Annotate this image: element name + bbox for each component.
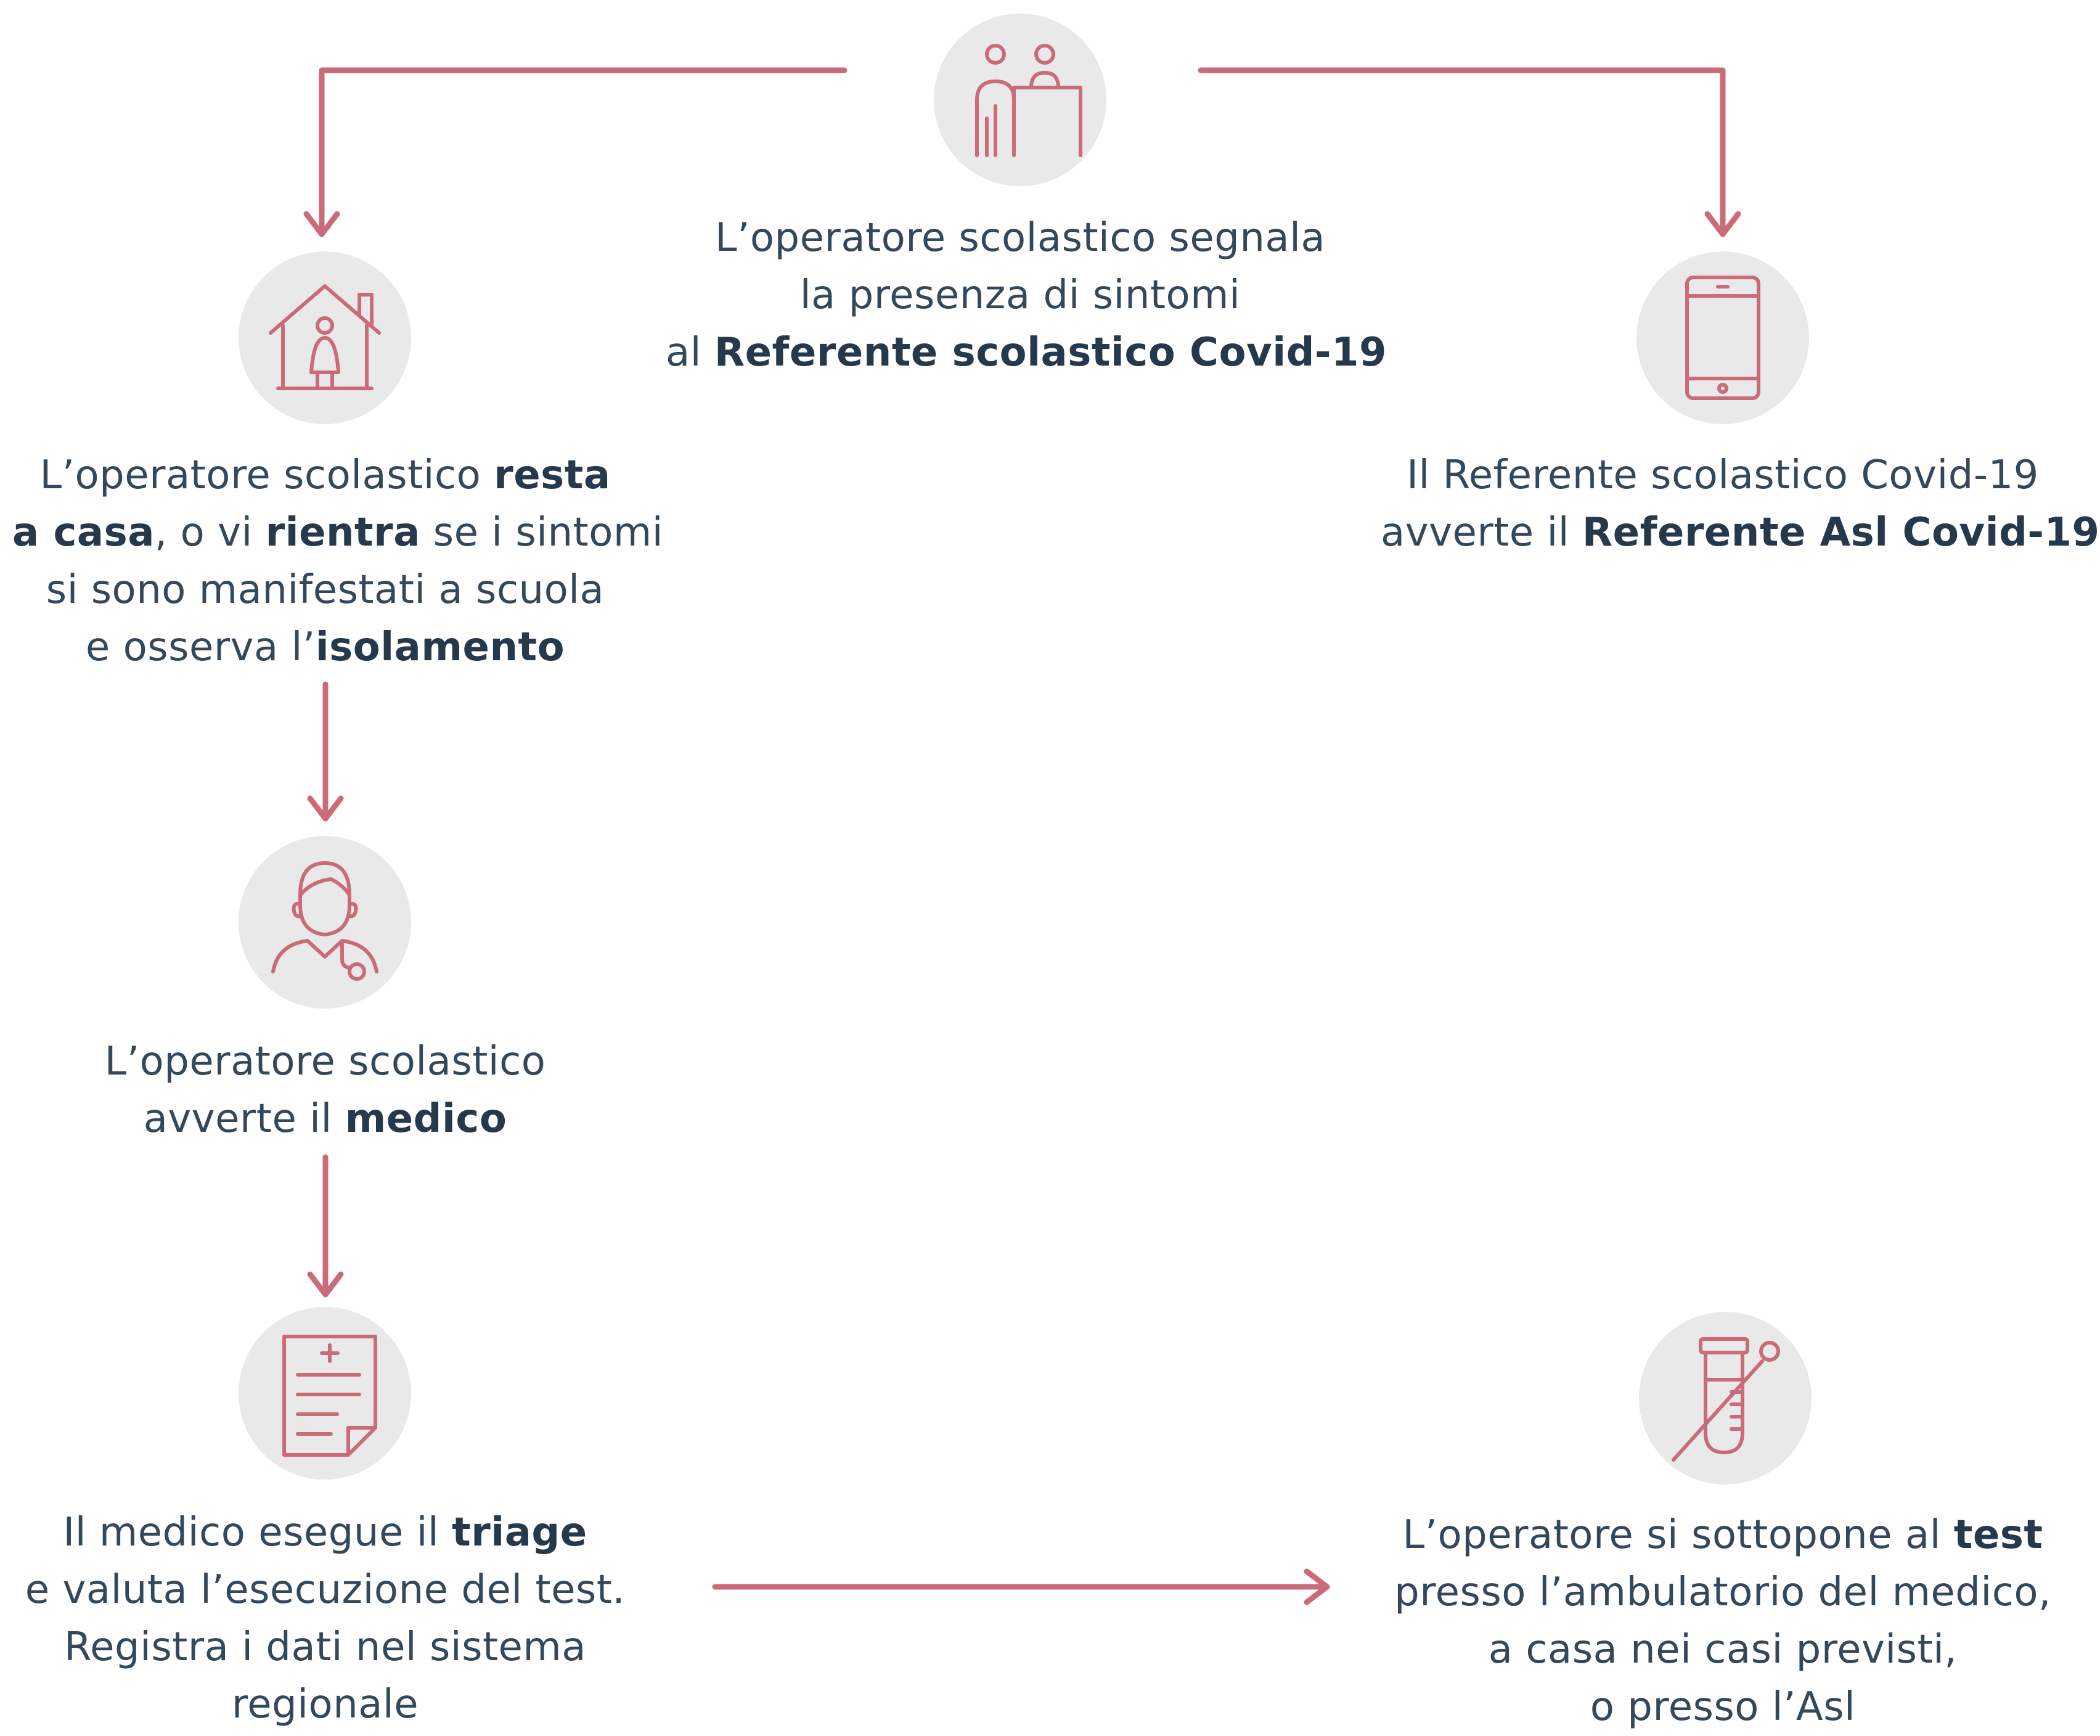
label-bold-text: isolamento [315,624,565,670]
label-text: e osserva l’ [85,624,316,670]
home-isolation-icon [269,284,381,390]
label-text: avverte il [1381,510,1582,555]
label-bold-text: a casa [12,510,155,555]
label-line: si sono manifestati a scuola [12,562,638,619]
edge-report-to-home [319,67,848,234]
label-text: L’operatore si sottopone al [1402,1512,1954,1558]
label-text: la presenza di sintomi [799,272,1241,318]
label-line: al Referente scolastico Covid-19 [666,324,1387,382]
label-line: L’operatore scolastico resta [12,447,638,504]
label-line: L’operatore si sottopone al test [1381,1507,2065,1564]
label-text: L’operatore scolastico [104,1039,546,1084]
label-text: se i sintomi [420,510,663,555]
label-text: L’operatore scolastico segnala [714,215,1326,261]
arrowhead-test [1304,1568,1330,1605]
label-line: Registra i dati nel sistema [12,1619,638,1676]
label-text: a casa nei casi previsti, [1488,1627,1958,1673]
label-text: e valuta l’esecuzione del test. [25,1567,626,1613]
label-bold-text: resta [494,452,611,498]
label-text: Il medico esegue il [63,1510,452,1555]
edge-report-to-asl [1198,67,1726,234]
label-text: al [666,330,714,375]
label-line: Il medico esegue il triage [12,1504,638,1562]
arrowhead-asl [1704,211,1741,237]
label-text: L’operatore scolastico [39,452,494,498]
label-text: avverte il [143,1096,345,1142]
label-line: e osserva l’isolamento [12,619,638,676]
label-bold-text: triage [452,1510,587,1555]
node-doctor-label: L’operatore scolastico avverte il medico [12,1033,638,1148]
label-bold-text: rientra [265,510,420,555]
node-home-circle [239,252,411,424]
label-text: si sono manifestati a scuola [46,567,605,613]
label-line: presso l’ambulatorio del medico, [1381,1564,2065,1621]
label-bold-text: Referente Asl Covid-19 [1582,510,2100,555]
label-line: a casa, o vi rientra se i sintomi [12,504,663,562]
label-line: L’operatore scolastico segnala [666,210,1375,267]
label-line: o presso l’Asl [1381,1679,2065,1736]
node-report-circle [934,14,1106,186]
label-line: a casa nei casi previsti, [1381,1621,2065,1679]
arrowhead-doctor [307,795,344,822]
flow-diagram: L’operatore scolastico segnala la presenz… [12,14,2099,1730]
node-test-label: L’operatore si sottopone al test presso l… [1381,1507,2065,1736]
label-text: Registra i dati nel sistema [64,1624,586,1670]
label-line: L’operatore scolastico [12,1033,638,1091]
label-bold-text: medico [345,1096,507,1142]
node-triage-label: Il medico esegue il triage e valuta l’ese… [12,1504,638,1734]
test-tube-swab-icon [1672,1337,1780,1462]
label-line: e valuta l’esecuzione del test. [12,1562,638,1619]
node-doctor-circle [239,836,411,1009]
arrowhead-home [303,211,340,237]
label-text: Il Referente scolastico Covid-19 [1407,452,2039,498]
label-text: regionale [231,1682,419,1727]
label-bold-text: test [1953,1512,2043,1558]
label-line: avverte il medico [12,1091,638,1148]
node-report-label: L’operatore scolastico segnala la presenz… [666,210,1387,382]
reception-desk-icon [975,44,1082,157]
label-text: o presso l’Asl [1590,1684,1856,1730]
label-line: regionale [12,1676,638,1734]
doctor-stethoscope-icon [271,861,378,981]
node-asl-label: Il Referente scolastico Covid-19 avverte … [1381,447,2099,562]
label-text: , o vi [154,510,266,555]
arrowhead-triage [307,1271,344,1298]
node-test-circle [1639,1312,1812,1484]
node-triage-circle [239,1307,411,1480]
medical-report-icon [282,1335,377,1457]
label-bold-text: Referente scolastico Covid-19 [714,330,1387,375]
tablet-icon [1685,276,1760,400]
label-line: Il Referente scolastico Covid-19 [1381,447,2065,504]
label-line: la presenza di sintomi [666,267,1375,324]
flow-arrows [303,67,1741,1605]
node-asl-circle [1636,252,1809,424]
label-text: presso l’ambulatorio del medico, [1394,1570,2051,1615]
label-line: avverte il Referente Asl Covid-19 [1381,504,2099,562]
